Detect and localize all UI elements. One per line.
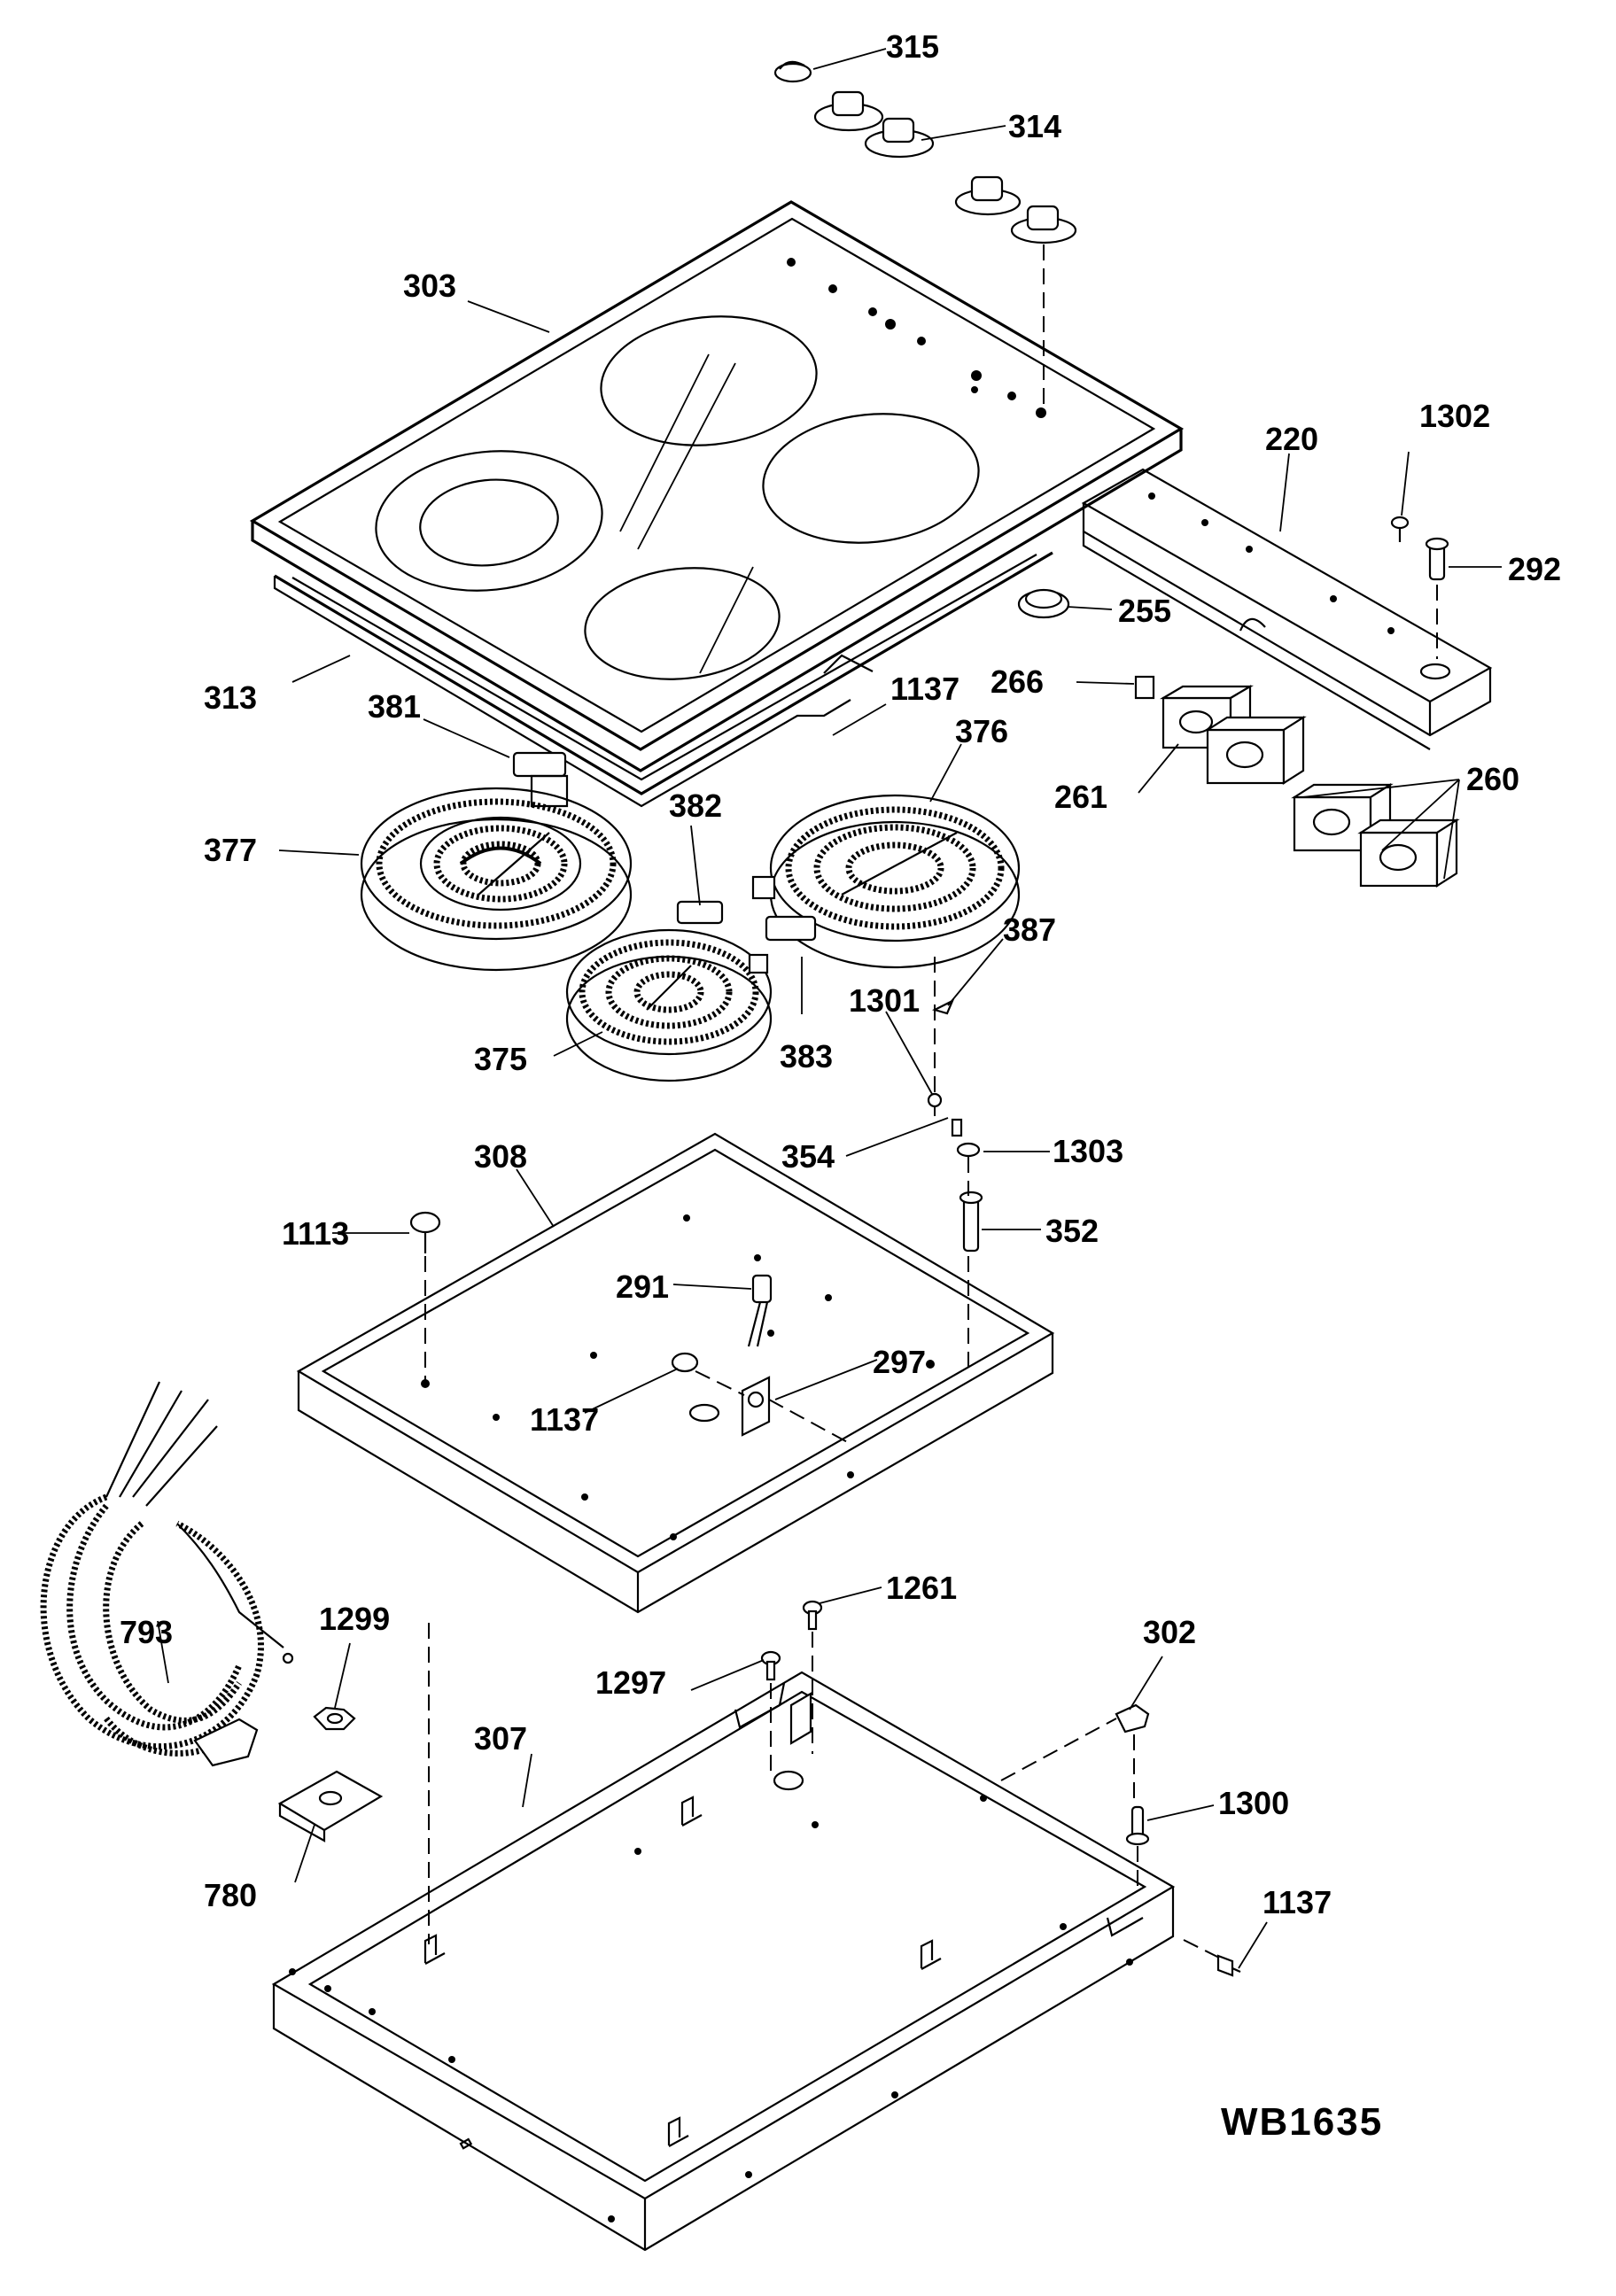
- label-377: 377: [204, 832, 257, 868]
- label-1299: 1299: [319, 1601, 390, 1637]
- label-307: 307: [474, 1720, 527, 1757]
- base-hardware: [760, 1600, 1241, 1977]
- label-255: 255: [1118, 593, 1171, 629]
- label-260: 260: [1466, 761, 1519, 797]
- label-1300: 1300: [1218, 1785, 1289, 1821]
- label-1303: 1303: [1053, 1133, 1123, 1169]
- infinite-switches: [1134, 675, 1460, 888]
- glass-cooktop: [249, 200, 1185, 772]
- screw-1113: [409, 1211, 441, 1386]
- label-382: 382: [669, 787, 722, 824]
- label-1137b: 1137: [530, 1401, 599, 1438]
- label-1137a: 1137: [890, 671, 960, 707]
- label-1261: 1261: [886, 1570, 957, 1606]
- label-291: 291: [616, 1268, 669, 1305]
- burner-box: [296, 1132, 1055, 1614]
- label-314: 314: [1008, 108, 1061, 144]
- label-793: 793: [120, 1614, 173, 1650]
- label-297: 297: [873, 1344, 926, 1380]
- part-labels: 315 314 303 1302 220 292 255 1137 313 38…: [120, 28, 1561, 2144]
- label-375: 375: [474, 1041, 527, 1077]
- label-1297: 1297: [595, 1664, 666, 1701]
- label-780: 780: [204, 1877, 257, 1913]
- label-1302: 1302: [1419, 398, 1490, 434]
- label-381: 381: [368, 688, 421, 725]
- label-261: 261: [1054, 779, 1107, 815]
- base-pan: [271, 1671, 1176, 2252]
- diagram-code: WB1635: [1221, 2100, 1383, 2144]
- label-1137c: 1137: [1262, 1884, 1332, 1920]
- label-352: 352: [1045, 1213, 1099, 1249]
- label-220: 220: [1265, 421, 1318, 457]
- grommet: [1017, 588, 1070, 619]
- control-bracket: [1081, 468, 1493, 750]
- heating-element-large: [751, 794, 1021, 969]
- label-292: 292: [1508, 551, 1561, 587]
- heating-element-large-dual: [360, 751, 633, 972]
- knob-set: [773, 60, 1077, 407]
- power-cord: [40, 1381, 384, 1842]
- label-383: 383: [780, 1038, 833, 1074]
- element-mounting-hardware: [927, 998, 983, 1373]
- cooktop-seal: [273, 551, 1053, 808]
- label-308: 308: [474, 1138, 527, 1175]
- label-354: 354: [781, 1138, 835, 1175]
- label-303: 303: [403, 268, 456, 304]
- label-1113: 1113: [282, 1215, 349, 1252]
- label-302: 302: [1143, 1614, 1196, 1650]
- leader-lines: [157, 48, 1502, 1969]
- bracket-screws: [1390, 516, 1449, 659]
- label-313: 313: [204, 679, 257, 716]
- label-376: 376: [955, 713, 1008, 749]
- label-315: 315: [886, 28, 939, 65]
- label-266: 266: [991, 663, 1044, 700]
- label-387: 387: [1003, 911, 1056, 948]
- label-1301: 1301: [849, 982, 920, 1019]
- heating-element-small: [565, 900, 773, 1082]
